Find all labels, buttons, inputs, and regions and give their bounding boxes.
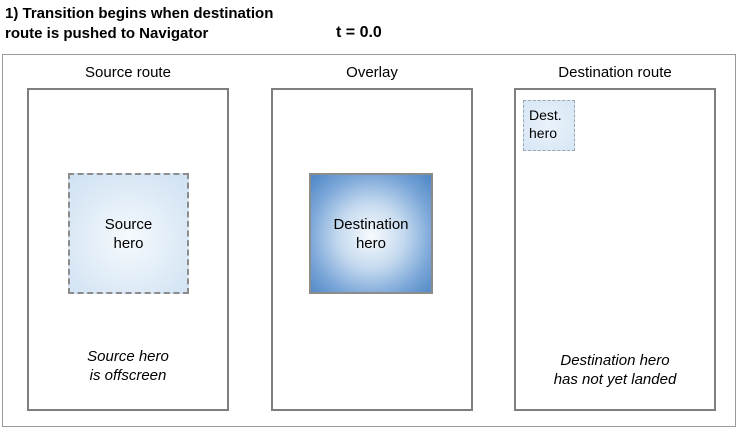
time-indicator: t = 0.0 <box>336 24 382 41</box>
destination-hero-box: Dest. hero <box>523 100 575 151</box>
destination-route-box: Dest. hero Destination hero has not yet … <box>514 88 716 411</box>
overlay-box: Destination hero <box>271 88 473 411</box>
overlay-label: Overlay <box>346 64 398 81</box>
diagram-title: 1) Transition begins when destination ro… <box>5 5 274 42</box>
source-route-panel: Source route Source hero Source hero is … <box>27 64 229 411</box>
source-route-label: Source route <box>85 64 171 81</box>
destination-route-label: Destination route <box>558 64 672 81</box>
destination-route-panel: Destination route Dest. hero Destination… <box>514 64 716 411</box>
destination-caption: Destination hero has not yet landed <box>553 352 677 388</box>
source-hero-box: Source hero <box>68 173 189 294</box>
source-caption: Source hero is offscreen <box>87 348 169 384</box>
source-route-box: Source hero Source hero is offscreen <box>27 88 229 411</box>
diagram-frame: Source route Source hero Source hero is … <box>2 54 736 427</box>
overlay-hero-box: Destination hero <box>309 173 433 294</box>
overlay-panel: Overlay Destination hero <box>271 64 473 411</box>
